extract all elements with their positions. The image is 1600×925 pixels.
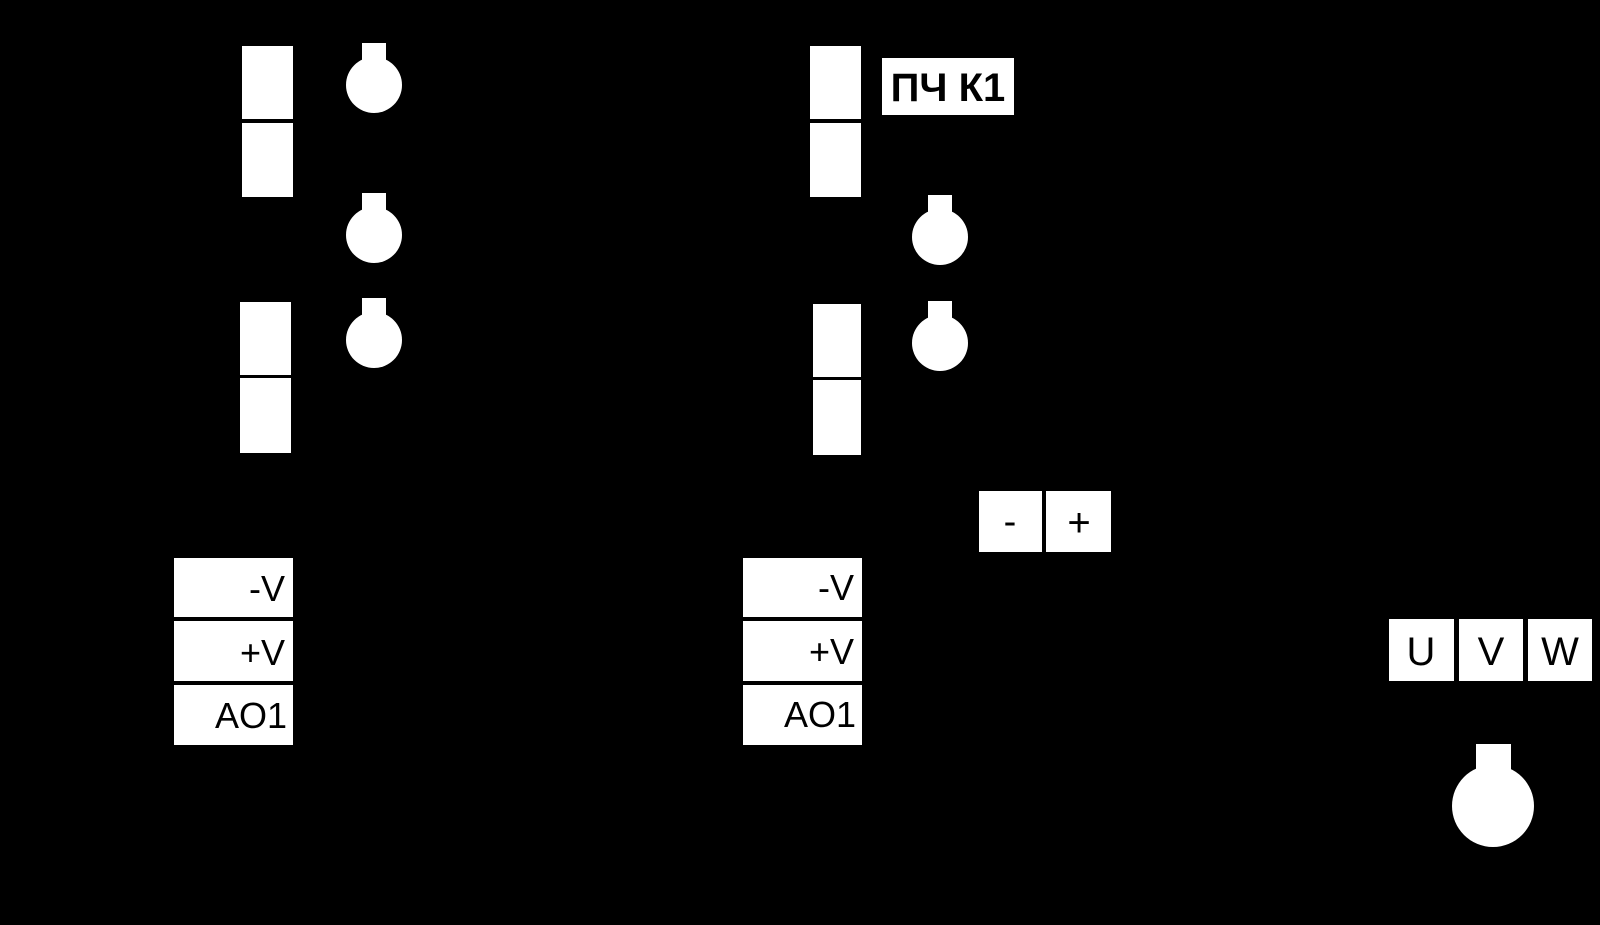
sensor-icon [912,301,968,371]
motor-terminal-v [1459,619,1523,681]
device-label-text: ПЧ К1 [891,66,1006,110]
dc-plus-label: + [1067,501,1090,545]
device-label: ПЧ К1 [882,58,1014,115]
right-upper-terminal-bottom [810,123,861,197]
right-upper-terminal-top [810,46,861,119]
right-lower-terminal-top [813,304,861,377]
right-ao1-label: AO1 [784,694,856,735]
right-neg-v-label: -V [818,567,854,608]
motor-v-label: V [1478,630,1505,674]
left-upper-terminal-top [242,46,293,119]
motor-terminal-u [1389,619,1454,681]
motor-terminal-w [1528,619,1592,681]
dc-minus-label: - [1004,501,1017,543]
right-ao1-terminal [743,685,862,745]
motor-u-label: U [1407,630,1436,674]
right-terminal-block: -V +V AO1 [743,558,862,745]
motor-terminal-block: U V W [1389,619,1592,681]
right-lower-terminal-bottom [813,380,861,455]
right-neg-v-terminal [743,558,862,617]
dc-minus-terminal: - [979,491,1042,552]
motor-icon [1452,744,1534,847]
left-pos-v-terminal [174,621,293,681]
right-pos-v-terminal [743,621,862,681]
left-lower-terminal-top [240,302,291,375]
left-ao1-terminal [174,685,293,745]
sensor-icon [346,193,402,263]
left-lower-terminal-bottom [240,378,291,453]
left-upper-terminal-bottom [242,123,293,197]
sensor-icon [346,43,402,113]
left-terminal-block: -V +V AO1 [174,558,293,745]
left-pos-v-label: +V [240,632,285,673]
right-pos-v-label: +V [809,631,854,672]
sensor-icon [912,195,968,265]
left-neg-v-label: -V [249,568,285,609]
left-neg-v-terminal [174,558,293,617]
sensor-icon [346,298,402,368]
motor-w-label: W [1541,630,1579,674]
dc-plus-terminal: + [1046,491,1111,552]
left-ao1-label: AO1 [215,695,287,736]
